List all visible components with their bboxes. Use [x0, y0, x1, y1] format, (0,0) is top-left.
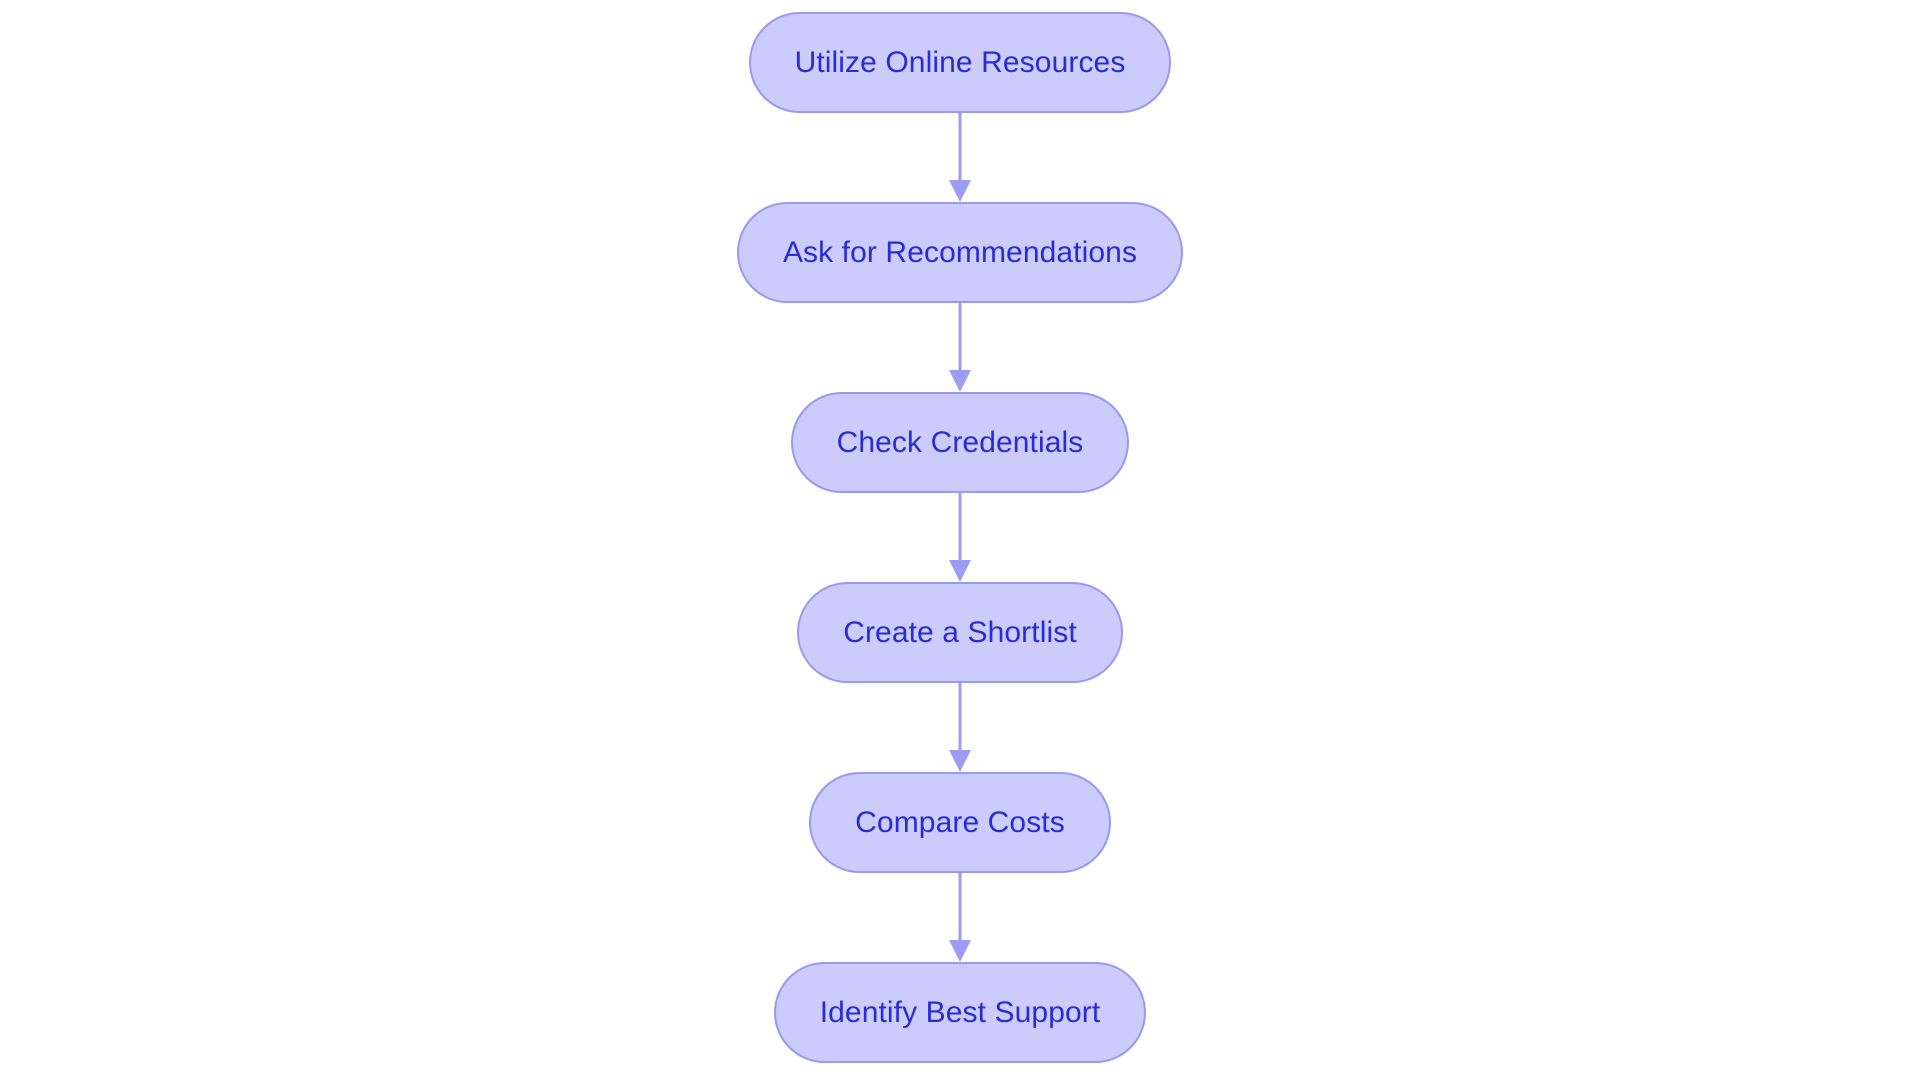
connector-line: [958, 683, 962, 751]
flow-node-label: Identify Best Support: [819, 995, 1101, 1029]
flow-node-ask-for-recommendations[interactable]: Ask for Recommendations: [736, 202, 1184, 303]
flow-node-create-a-shortlist[interactable]: Create a Shortlist: [797, 582, 1123, 683]
arrow-down-icon: [949, 750, 971, 772]
flow-connector-2-to-3: [948, 303, 972, 392]
flow-node-label: Ask for Recommendations: [782, 235, 1138, 269]
connector-line: [958, 873, 962, 941]
flow-connector-5-to-6: [948, 873, 972, 962]
flow-node-label: Create a Shortlist: [843, 615, 1077, 649]
flow-connector-1-to-2: [948, 113, 972, 202]
flow-node-utilize-online-resources[interactable]: Utilize Online Resources: [748, 12, 1172, 113]
flow-connector-3-to-4: [948, 493, 972, 582]
flow-node-compare-costs[interactable]: Compare Costs: [809, 772, 1111, 873]
flow-node-label: Compare Costs: [855, 805, 1065, 839]
connector-line: [958, 303, 962, 371]
arrow-down-icon: [949, 560, 971, 582]
flow-node-label: Utilize Online Resources: [794, 45, 1126, 79]
arrow-down-icon: [949, 180, 971, 202]
arrow-down-icon: [949, 940, 971, 962]
connector-line: [958, 493, 962, 561]
flow-node-label: Check Credentials: [836, 425, 1084, 459]
flow-node-identify-best-support[interactable]: Identify Best Support: [773, 962, 1147, 1063]
arrow-down-icon: [949, 370, 971, 392]
connector-line: [958, 113, 962, 181]
flow-connector-4-to-5: [948, 683, 972, 772]
flow-node-check-credentials[interactable]: Check Credentials: [790, 392, 1130, 493]
